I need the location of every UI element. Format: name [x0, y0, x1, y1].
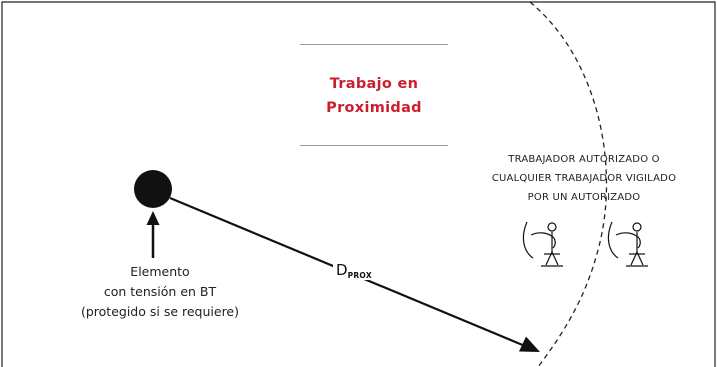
- worker-figure-1: [522, 221, 563, 267]
- worker-label-line-1: TRABAJADOR AUTORIZADO O: [508, 154, 660, 165]
- title-rule-bottom: [300, 145, 448, 146]
- title-line-1: Trabajo en: [329, 76, 419, 92]
- worker-label-line-3: POR UN AUTORIZADO: [527, 192, 641, 203]
- element-label-line-1: Elemento: [130, 264, 190, 279]
- worker-figure-2: [607, 221, 648, 267]
- element-label-line-3: (protegido si se requiere): [80, 304, 240, 319]
- title-rule-top: [300, 44, 448, 45]
- worker-label-line-2: CUALQUIER TRABAJADOR VIGILADO: [491, 173, 677, 184]
- distance-label: DPROX: [333, 262, 375, 280]
- element-pointer-arrow-head: [146, 211, 160, 225]
- energized-element-dot: [134, 170, 172, 208]
- title-line-2: Proximidad: [326, 100, 422, 116]
- distance-label-subscript: PROX: [347, 271, 372, 280]
- element-label-line-2: con tensión en BT: [103, 284, 217, 299]
- proximity-boundary-arc: [529, 1, 608, 367]
- distance-label-main: D: [336, 261, 348, 279]
- proximity-distance-arrowhead: [519, 336, 540, 352]
